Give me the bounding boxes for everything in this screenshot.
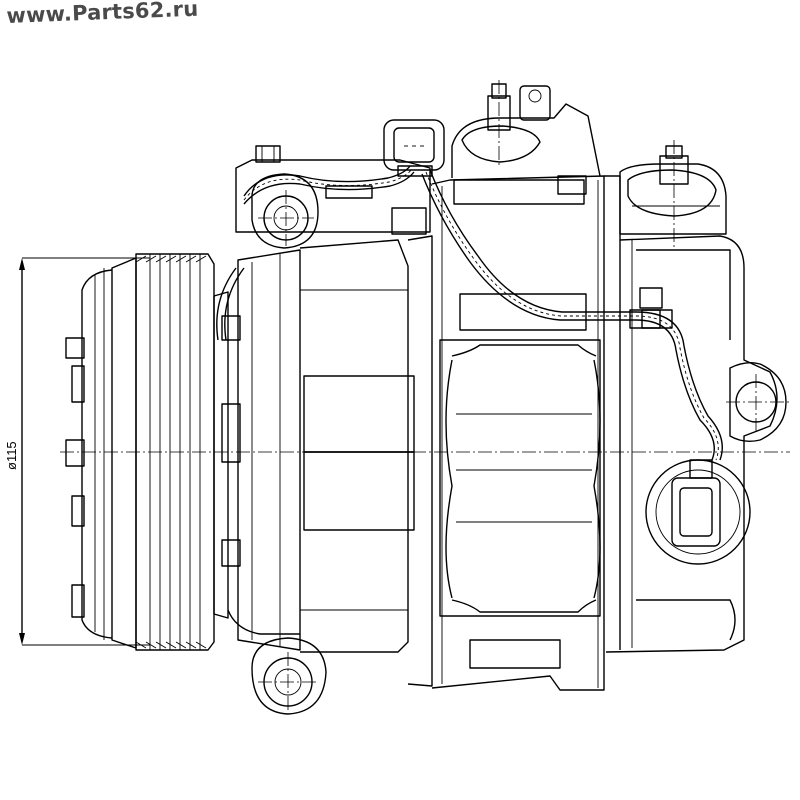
diameter-dimension: ø115	[4, 257, 150, 646]
pulley	[111, 253, 215, 651]
right-mount-ear	[726, 361, 792, 443]
top-connector	[383, 119, 445, 177]
rear-housing	[604, 175, 778, 653]
main-body	[407, 175, 605, 691]
top-housing	[235, 145, 431, 235]
clutch-plate	[65, 268, 113, 640]
suction-port	[451, 80, 601, 178]
discharge-port	[619, 140, 727, 248]
bottom-mount-ear	[251, 637, 327, 715]
control-valve-connector	[645, 459, 751, 565]
front-housing	[213, 239, 415, 653]
dimension-label: ø115	[4, 441, 19, 470]
wire-harness	[216, 165, 723, 461]
top-mount-ear	[251, 173, 319, 249]
